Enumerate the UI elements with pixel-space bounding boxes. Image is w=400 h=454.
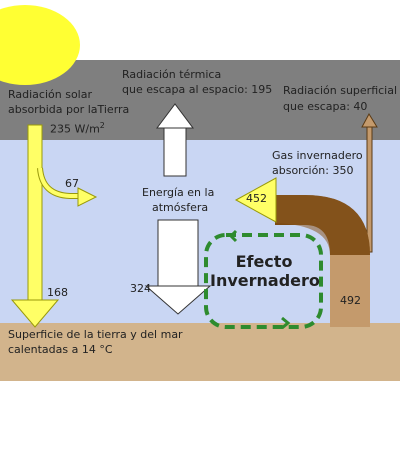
surface-label-line2: que escapa: 40 <box>283 100 368 113</box>
energy-label-line1: Energía en la <box>142 186 215 199</box>
solar-value-number: 235 W/m <box>50 122 100 136</box>
greenhouse-loop <box>204 229 323 330</box>
atmosphere-to-surface-arrow <box>144 219 212 315</box>
gas-label-line2: absorción: 350 <box>272 164 354 177</box>
value-452: 452 <box>246 192 267 205</box>
gas-label-line1: Gas invernadero <box>272 149 363 162</box>
sun-icon <box>0 5 80 85</box>
ground-label-line2: calentadas a 14 °C <box>8 343 113 356</box>
ground-layer <box>0 323 400 381</box>
value-168: 168 <box>47 286 68 299</box>
thermal-label-line2: que escapa al espacio: 195 <box>122 83 273 96</box>
effect-label-line2: Invernadero <box>210 271 320 290</box>
energy-label-line2: atmósfera <box>152 201 209 214</box>
value-492: 492 <box>340 294 361 307</box>
greenhouse-arrow <box>234 177 370 327</box>
ground-label-line1: Superficie de la tierra y del mar <box>8 328 183 341</box>
space-layer <box>0 60 400 140</box>
value-324: 324 <box>130 282 151 295</box>
surface-label-line1: Radiación superficial <box>283 84 398 97</box>
thermal-escape-arrow <box>156 103 194 177</box>
solar-arrow <box>10 124 98 328</box>
effect-label-line1: Efecto <box>235 252 293 271</box>
solar-value: 235 W/m2 <box>50 119 105 137</box>
solar-value-unit-sup: 2 <box>99 121 105 130</box>
solar-label-line1: Radiación solar <box>8 88 93 101</box>
thermal-label-line1: Radiación térmica <box>122 68 222 81</box>
solar-label-line2: absorbida por laTierra <box>8 103 130 116</box>
value-67: 67 <box>65 177 79 190</box>
